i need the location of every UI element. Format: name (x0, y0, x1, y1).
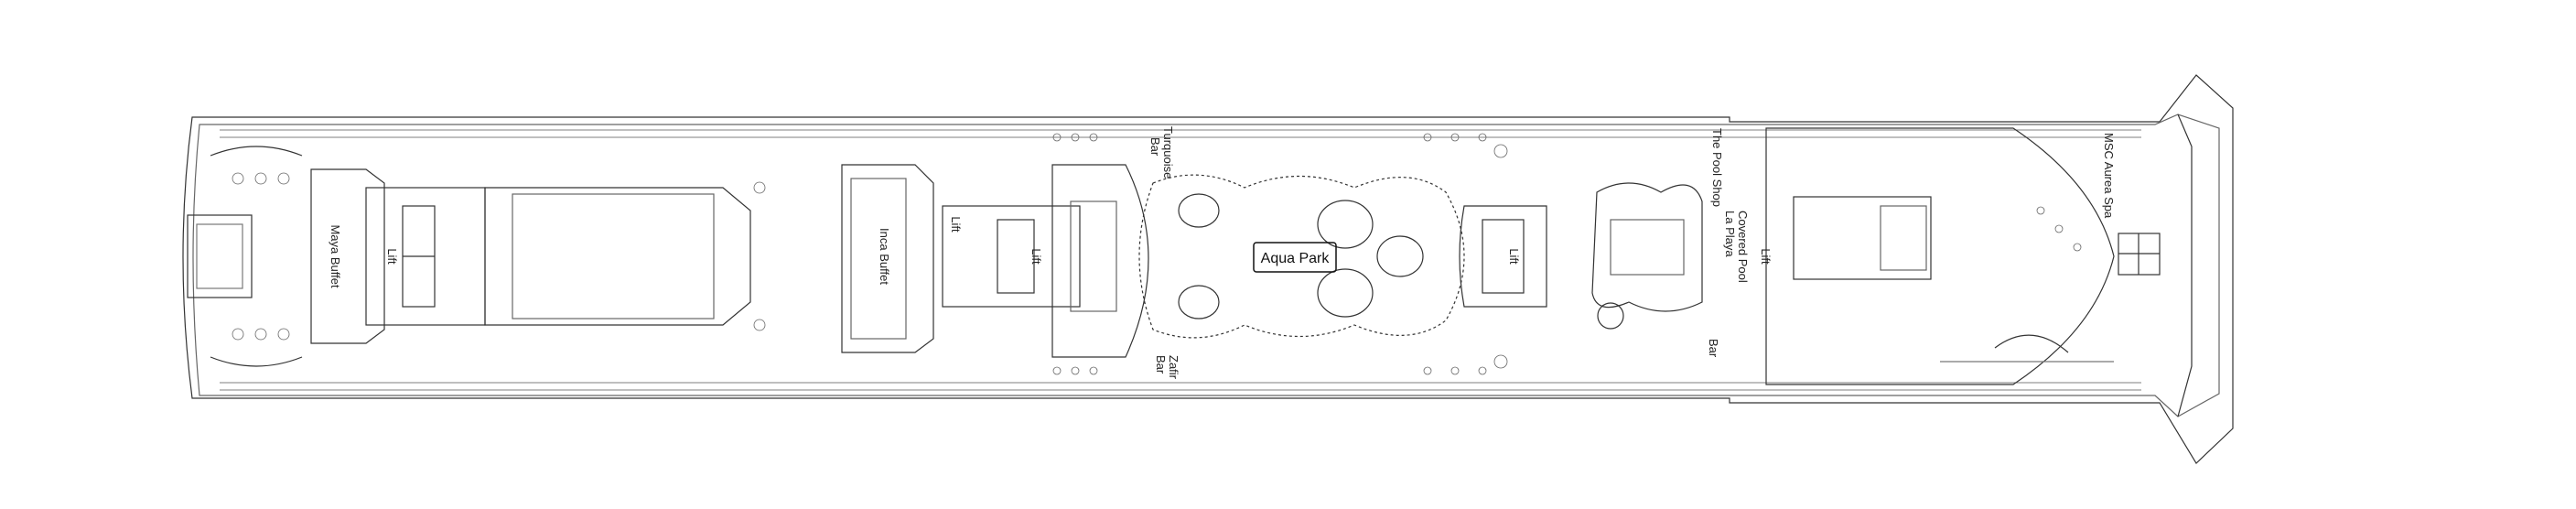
pool-shop-label: The Pool Shop (1710, 128, 1724, 207)
hull-inner (192, 114, 2220, 417)
bar-label: Bar (1707, 339, 1720, 358)
hull-outline (182, 74, 2234, 464)
inca-buffet-room (841, 164, 934, 353)
lift-label-3: Lift (1029, 248, 1043, 265)
lift-label-2: Lift (949, 216, 963, 233)
inca-buffet-label: Inca Buffet (878, 228, 891, 285)
lift-core-2 (942, 205, 1081, 308)
la-playa-label: La Playa (1723, 211, 1737, 257)
zafir-bar-label: Bar (1154, 355, 1168, 374)
maya-buffet-label: Maya Buffet (329, 224, 342, 288)
bow-lines (2177, 114, 2193, 417)
lift-core-3 (1459, 205, 1547, 308)
covered-pool-label: Covered Pool (1736, 211, 1750, 283)
covered-pool (1591, 182, 1703, 330)
furniture-clusters (232, 133, 2082, 375)
aqua-park (1138, 174, 1465, 339)
aft-restaurant (187, 146, 385, 367)
turquoise-bar-structure (1051, 164, 1149, 358)
zafir-label: Zafir (1167, 355, 1180, 380)
aurea-spa-label: MSC Aurea Spa (2102, 133, 2116, 219)
turquoise-label: Turquoise (1161, 126, 1175, 179)
spa-area (1765, 127, 2161, 385)
central-structure (484, 187, 751, 326)
lift-label-5: Lift (1759, 248, 1773, 265)
lift-label-4: Lift (1507, 248, 1521, 265)
turquoise-bar-label: Bar (1148, 137, 1162, 157)
deck-railing-bottom (220, 382, 2141, 391)
lift-label-1: Lift (385, 248, 399, 265)
aqua-park-label: Aqua Park (1261, 251, 1331, 266)
deck-railing-top (220, 129, 2141, 138)
